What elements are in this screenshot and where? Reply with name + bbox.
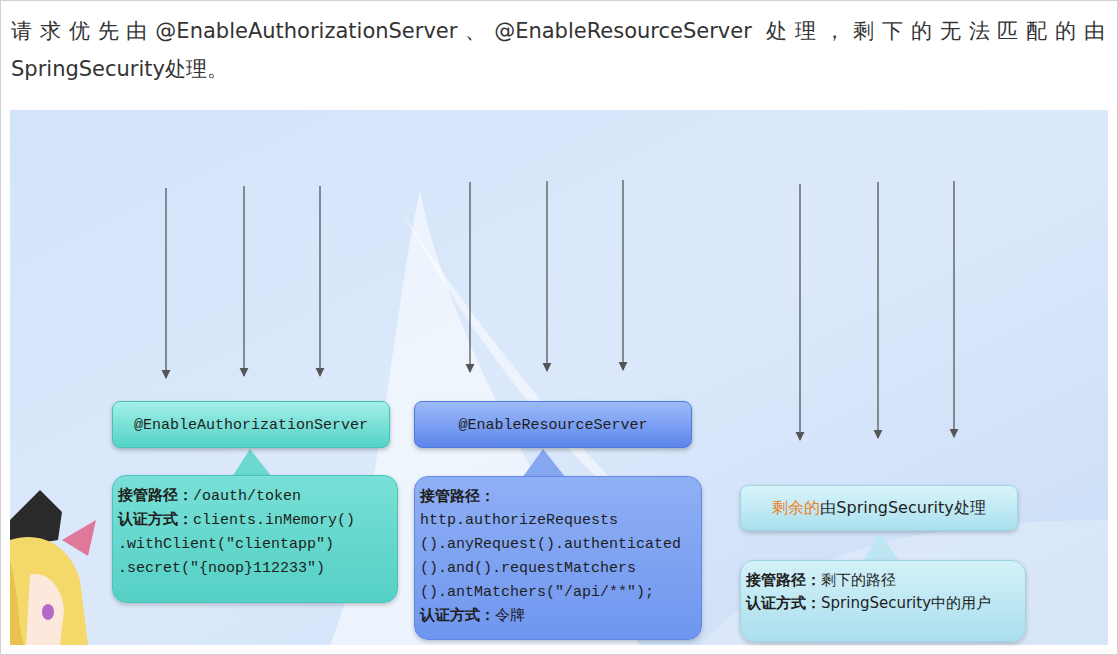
callout-pointer xyxy=(862,533,900,562)
fallback-box: 剩余的由SpringSecurity处理 xyxy=(740,485,1018,531)
node-text: SpringSecurity中的用户 xyxy=(821,594,991,612)
diagram-panel xyxy=(10,110,1108,645)
text-line: 认证方式：clients.inMemory() .withClient("cli… xyxy=(118,508,391,580)
request-arrow xyxy=(165,188,166,378)
request-arrow xyxy=(546,181,547,371)
request-arrow xyxy=(469,182,470,372)
callout-box: 接管路径： http.authorizeRequests ().anyReques… xyxy=(414,476,702,640)
field-label: 认证方式： xyxy=(118,510,193,528)
node-content: 剩余的由SpringSecurity处理 xyxy=(772,498,985,518)
text-line: 认证方式：令牌 xyxy=(420,604,695,628)
node-content: 接管路径： http.authorizeRequests ().anyReques… xyxy=(420,485,695,628)
field-label: 认证方式： xyxy=(746,594,821,612)
node-content: @EnableAuthorizationServer xyxy=(134,414,368,436)
server-box: @EnableResourceServer xyxy=(414,401,692,448)
text-line: @EnableResourceServer xyxy=(458,414,647,436)
node-content: 接管路径：剩下的路径认证方式：SpringSecurity中的用户 xyxy=(746,569,1019,615)
request-arrow xyxy=(953,181,954,437)
node-text: 剩下的路径 xyxy=(821,571,896,589)
mascot-illustration xyxy=(10,490,96,645)
text-line: 认证方式：SpringSecurity中的用户 xyxy=(746,592,1019,615)
text-line: 接管路径：剩下的路径 xyxy=(746,569,1019,592)
field-label: 接管路径： xyxy=(420,487,495,505)
field-label: 接管路径： xyxy=(746,571,821,589)
request-arrow xyxy=(877,182,878,438)
request-arrow xyxy=(622,180,623,370)
node-text: @EnableAuthorizationServer xyxy=(134,417,368,434)
field-label: 接管路径： xyxy=(118,486,193,504)
node-content: 接管路径：/oauth/token认证方式：clients.inMemory()… xyxy=(118,484,391,580)
request-arrow xyxy=(799,184,800,440)
text-line: 接管路径： xyxy=(420,485,695,508)
node-text: /oauth/token xyxy=(193,488,301,505)
callout-pointer xyxy=(522,449,566,478)
light-swoosh xyxy=(700,520,1108,645)
text-line: http.authorizeRequests ().anyRequest().a… xyxy=(420,508,695,604)
callout-pointer xyxy=(232,449,272,477)
server-box: @EnableAuthorizationServer xyxy=(112,401,390,448)
callout-box: 接管路径：剩下的路径认证方式：SpringSecurity中的用户 xyxy=(740,560,1026,642)
text-line: @EnableAuthorizationServer xyxy=(134,414,368,436)
node-text: @EnableResourceServer xyxy=(458,417,647,434)
node-text: http.authorizeRequests ().anyRequest().a… xyxy=(420,512,681,601)
heading-text: 请求优先由@EnableAuthorizationServer、@EnableR… xyxy=(11,12,1105,88)
callout-box: 接管路径：/oauth/token认证方式：clients.inMemory()… xyxy=(112,475,398,603)
text-line: 接管路径：/oauth/token xyxy=(118,484,391,508)
text-line: 剩余的由SpringSecurity处理 xyxy=(772,498,985,518)
field-label: 认证方式： xyxy=(420,606,495,624)
node-text: 令牌 xyxy=(495,608,525,625)
request-arrow xyxy=(319,186,320,376)
node-content: @EnableResourceServer xyxy=(458,414,647,436)
node-text: 剩余的 xyxy=(772,498,820,517)
request-arrow xyxy=(243,186,244,376)
node-text: 由SpringSecurity处理 xyxy=(820,498,985,517)
